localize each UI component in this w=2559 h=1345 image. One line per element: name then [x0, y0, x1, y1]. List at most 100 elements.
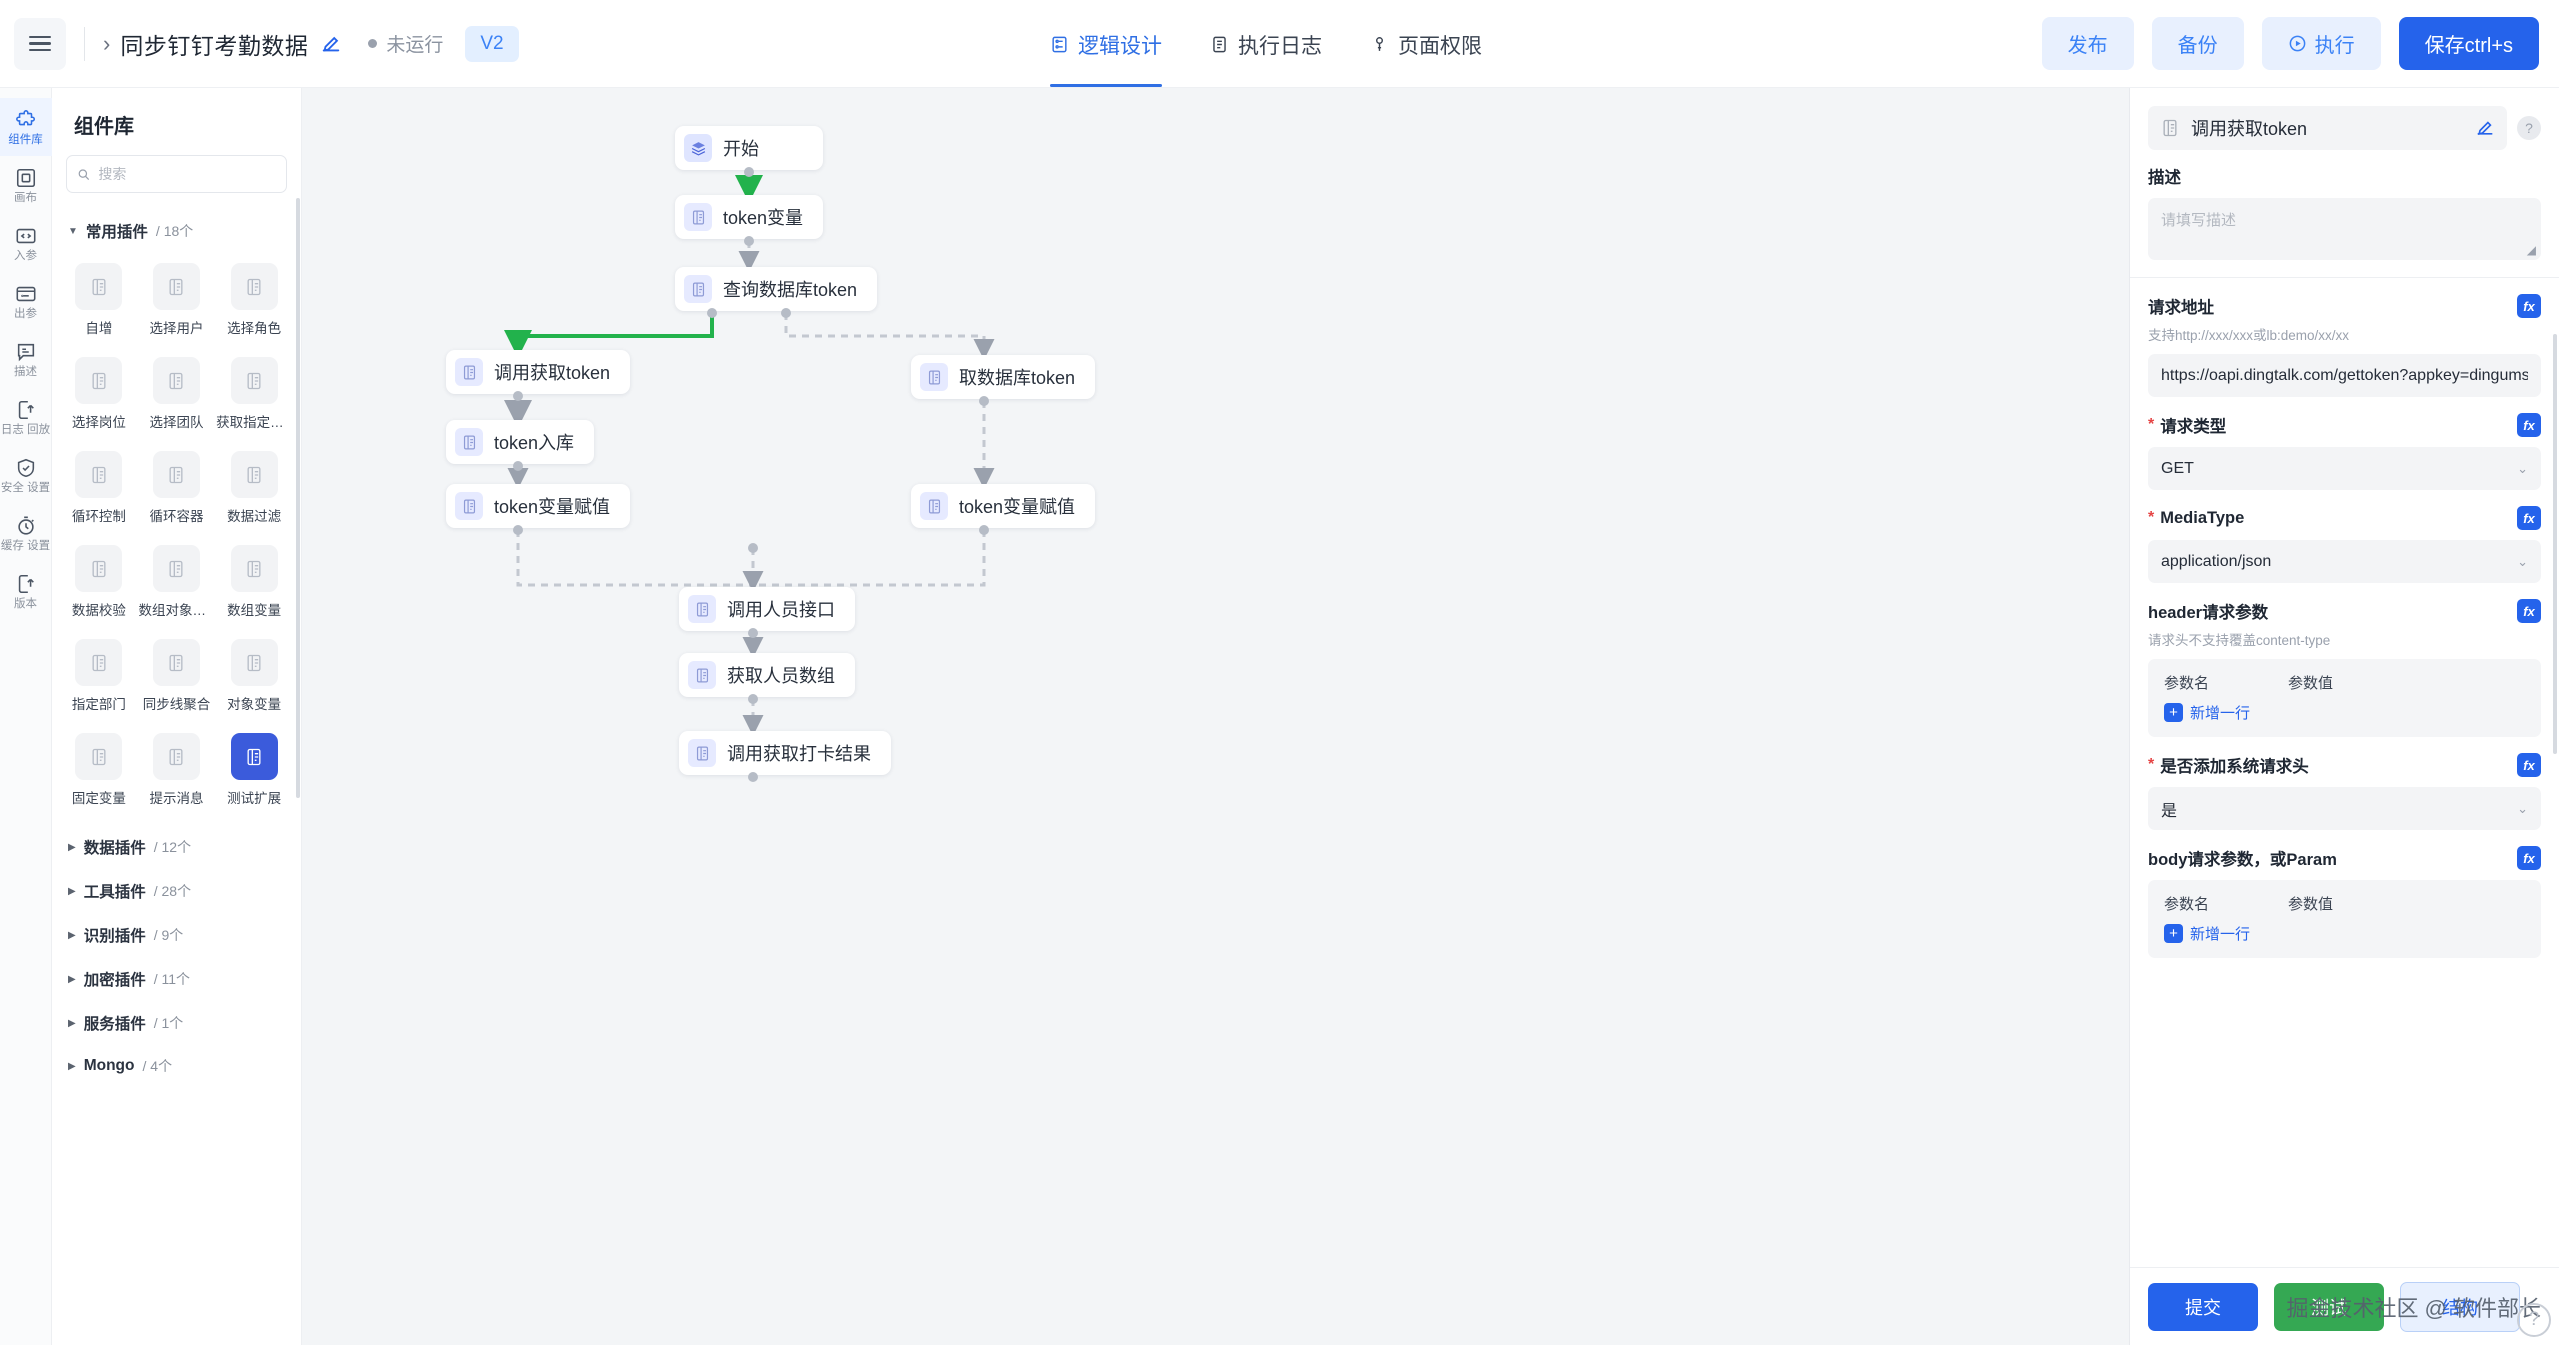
- flow-node[interactable]: 获取人员数组: [679, 653, 855, 697]
- rail-item-version[interactable]: 版本: [0, 562, 52, 620]
- plugin-item[interactable]: 自增: [60, 257, 138, 347]
- plugin-item[interactable]: 选择角色: [215, 257, 293, 347]
- flow-node[interactable]: 取数据库token: [911, 355, 1096, 399]
- flow-node[interactable]: 调用人员接口: [679, 587, 855, 631]
- rail-item-security-settings[interactable]: 安全 设置: [0, 446, 52, 504]
- version-badge[interactable]: V2: [465, 25, 519, 62]
- tab-exec-log[interactable]: 执行日志: [1210, 0, 1322, 87]
- plugin-item[interactable]: 获取指定请...: [215, 351, 293, 441]
- plugin-item[interactable]: 循环控制: [60, 445, 138, 535]
- node-name-field[interactable]: 调用获取token: [2148, 106, 2507, 150]
- rail-item-input-params[interactable]: 入参: [0, 214, 52, 272]
- flow-canvas[interactable]: 开始 token变量查询数据库token 调用获取token token入库 token…: [302, 88, 2129, 1345]
- plugin-item[interactable]: 选择团队: [138, 351, 216, 441]
- tab-page-permission[interactable]: 页面权限: [1370, 0, 1482, 87]
- group-header-common-plugins[interactable]: ▼ 常用插件 / 18个: [52, 209, 301, 253]
- publish-button[interactable]: 发布: [2041, 17, 2134, 70]
- group-header-recognition-plugins[interactable]: ▶ 识别插件 / 9个: [52, 913, 301, 957]
- node-port[interactable]: [513, 525, 523, 535]
- plugin-item[interactable]: 指定部门: [60, 633, 138, 723]
- flow-node[interactable]: token变量赋值: [911, 484, 1096, 528]
- fx-function-icon[interactable]: fx: [2517, 753, 2541, 777]
- search-box[interactable]: [66, 155, 287, 193]
- node-port[interactable]: [748, 628, 758, 638]
- node-port[interactable]: [979, 396, 989, 406]
- node-port[interactable]: [707, 308, 717, 318]
- request-url-input[interactable]: https://oapi.dingtalk.com/gettoken?appke…: [2148, 354, 2541, 397]
- description-textarea[interactable]: 请填写描述 ◢: [2148, 198, 2541, 260]
- group-header-service-plugins[interactable]: ▶ 服务插件 / 1个: [52, 1001, 301, 1045]
- execute-button[interactable]: 执行: [2261, 17, 2381, 70]
- plugin-label: 数据校验: [71, 603, 126, 618]
- fx-function-icon[interactable]: fx: [2517, 413, 2541, 437]
- plugin-item[interactable]: 选择用户: [138, 257, 216, 347]
- body-params-table: 参数名 参数值 + 新增一行: [2148, 880, 2541, 958]
- pencil-edit-icon[interactable]: [320, 33, 342, 55]
- fx-function-icon[interactable]: fx: [2517, 294, 2541, 318]
- node-port[interactable]: [748, 543, 758, 553]
- rail-item-output-params[interactable]: 出参: [0, 272, 52, 330]
- node-port[interactable]: [513, 391, 523, 401]
- group-header-mongo[interactable]: ▶ Mongo / 4个: [52, 1045, 301, 1087]
- group-header-data-plugins[interactable]: ▶ 数据插件 / 12个: [52, 825, 301, 869]
- plugin-item[interactable]: 提示消息: [138, 727, 216, 817]
- system-header-select[interactable]: 是 ⌄: [2148, 787, 2541, 830]
- plugin-item[interactable]: 同步线聚合: [138, 633, 216, 723]
- rail-item-log-replay[interactable]: 日志 回放: [0, 388, 52, 446]
- fx-function-icon[interactable]: fx: [2517, 599, 2541, 623]
- plugin-item[interactable]: 测试扩展: [215, 727, 293, 817]
- rail-item-component-library[interactable]: 组件库: [0, 98, 52, 156]
- resize-grip-icon[interactable]: ◢: [2526, 243, 2536, 257]
- plugin-item[interactable]: 对象变量: [215, 633, 293, 723]
- library-scrollbar[interactable]: [296, 198, 300, 798]
- flow-node[interactable]: 开始: [675, 126, 823, 170]
- search-input[interactable]: [98, 166, 276, 182]
- group-header-encryption-plugins[interactable]: ▶ 加密插件 / 11个: [52, 957, 301, 1001]
- rail-item-description[interactable]: 描述: [0, 330, 52, 388]
- node-port[interactable]: [744, 236, 754, 246]
- plugin-label: 选择角色: [227, 321, 282, 336]
- structure-button[interactable]: 结构: [2400, 1281, 2520, 1332]
- backup-button[interactable]: 备份: [2151, 17, 2244, 70]
- test-button[interactable]: 测试: [2274, 1282, 2384, 1331]
- plugin-item[interactable]: 数据校验: [60, 539, 138, 629]
- pencil-edit-icon[interactable]: [2475, 118, 2495, 138]
- node-port[interactable]: [979, 525, 989, 535]
- plugin-label: 同步线聚合: [142, 697, 211, 712]
- submit-button[interactable]: 提交: [2148, 1282, 2258, 1331]
- fx-function-icon[interactable]: fx: [2517, 506, 2541, 530]
- group-name: 加密插件: [83, 972, 146, 989]
- flow-node[interactable]: 调用获取打卡结果: [679, 731, 891, 775]
- node-port[interactable]: [513, 461, 523, 471]
- plugin-item[interactable]: 数组变量: [215, 539, 293, 629]
- flow-node[interactable]: token变量赋值: [446, 484, 631, 528]
- node-port[interactable]: [748, 694, 758, 704]
- help-question-icon[interactable]: ?: [2517, 116, 2541, 140]
- add-body-row-button[interactable]: + 新增一行: [2164, 923, 2525, 944]
- add-header-row-button[interactable]: + 新增一行: [2164, 702, 2525, 723]
- rail-item-cache-settings[interactable]: 缓存 设置: [0, 504, 52, 562]
- chevron-down-icon: ⌄: [2517, 460, 2528, 476]
- flow-node[interactable]: 调用获取token: [446, 350, 631, 394]
- node-port[interactable]: [748, 772, 758, 782]
- hamburger-menu-icon[interactable]: [14, 17, 66, 70]
- plugin-item[interactable]: 固定变量: [60, 727, 138, 817]
- media-type-select[interactable]: application/json ⌄: [2148, 540, 2541, 583]
- plugin-item[interactable]: 循环容器: [138, 445, 216, 535]
- plugin-item[interactable]: 数据过滤: [215, 445, 293, 535]
- request-method-select[interactable]: GET ⌄: [2148, 447, 2541, 490]
- fx-function-icon[interactable]: fx: [2517, 846, 2541, 870]
- flow-node[interactable]: 查询数据库token: [675, 267, 878, 311]
- node-port[interactable]: [744, 167, 754, 177]
- group-header-tool-plugins[interactable]: ▶ 工具插件 / 28个: [52, 869, 301, 913]
- plugin-item[interactable]: 数组对象变量: [138, 539, 216, 629]
- node-port[interactable]: [781, 308, 791, 318]
- rail-item-canvas[interactable]: 画布: [0, 156, 52, 214]
- tab-logic-design[interactable]: 逻辑设计: [1050, 0, 1162, 87]
- save-button[interactable]: 保存ctrl+s: [2398, 17, 2539, 70]
- flow-node[interactable]: token变量: [675, 195, 824, 239]
- panel-scrollbar[interactable]: [2553, 334, 2557, 754]
- plugin-item[interactable]: 选择岗位: [60, 351, 138, 441]
- flow-node[interactable]: token入库: [446, 420, 595, 464]
